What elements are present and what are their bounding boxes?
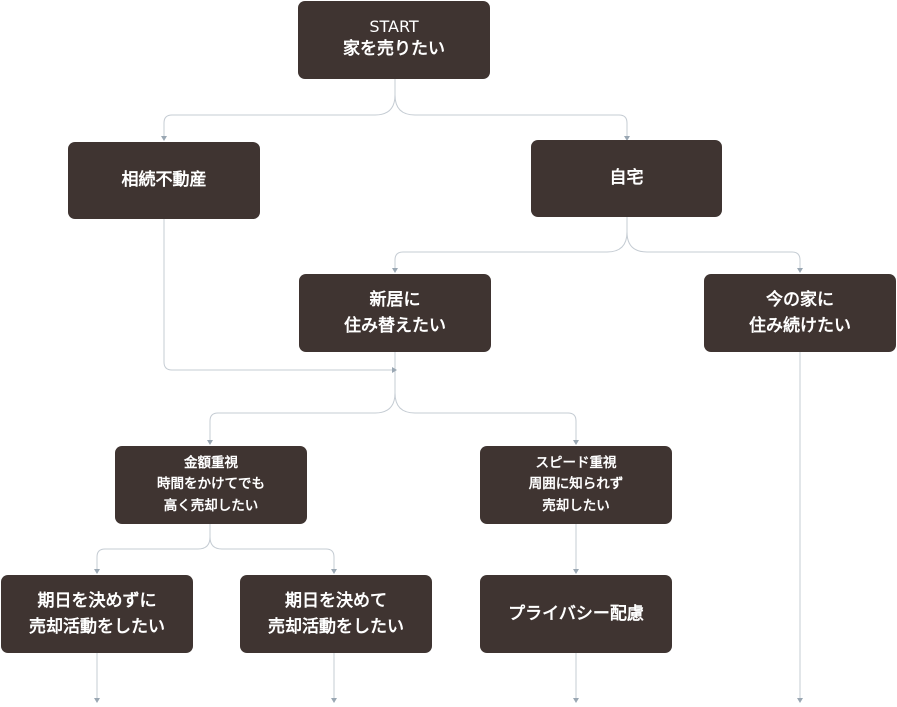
speed-focus-line3: 売却したい <box>542 497 610 514</box>
price-focus-line3: 高く売却したい <box>163 497 259 514</box>
connector-price-deadline <box>209 536 335 573</box>
stay-node: 今の家に 住み続けたい <box>704 274 896 352</box>
connector-inherited-merge <box>163 219 393 371</box>
price-focus-node: 金額重視 時間をかけてでも 高く売却したい <box>115 446 307 524</box>
connector-relocate-speed <box>394 392 577 444</box>
arrowhead-merge <box>392 367 397 373</box>
connector-home-relocate <box>394 217 628 272</box>
relocate-node: 新居に 住み替えたい <box>299 274 491 352</box>
arrowhead-stay-out <box>797 698 803 703</box>
inherited-property-node: 相続不動産 <box>68 142 260 219</box>
arrowhead-speed <box>573 440 579 445</box>
arrowhead-no-deadline-out <box>94 698 100 703</box>
with-deadline-line2: 売却活動をしたい <box>268 617 404 637</box>
with-deadline-line1: 期日を決めて <box>285 590 387 611</box>
arrowhead-with-deadline <box>331 569 337 574</box>
privacy-label: プライバシー配慮 <box>508 603 644 624</box>
start-node-line2: 家を売りたい <box>343 39 445 60</box>
speed-focus-node: スピード重視 周囲に知られず 売却したい <box>480 446 672 524</box>
start-node: START 家を売りたい <box>298 1 490 79</box>
arrowhead-with-deadline-out <box>331 698 337 703</box>
connector-start-split <box>163 79 396 140</box>
arrowhead-privacy-out <box>573 698 579 703</box>
stay-line2: 住み続けたい <box>749 316 851 336</box>
with-deadline-node: 期日を決めて 売却活動をしたい <box>240 575 432 653</box>
connector-relocate-split <box>209 352 396 444</box>
arrowhead-privacy <box>573 569 579 574</box>
connector-price-split <box>96 524 211 573</box>
price-focus-line1: 金額重視 <box>184 454 238 471</box>
stay-line1: 今の家に <box>766 289 834 310</box>
arrowhead-no-deadline <box>94 569 100 574</box>
connector-home-stay <box>626 231 801 272</box>
start-node-line1: START <box>369 17 419 37</box>
speed-focus-line2: 周囲に知られず <box>528 476 624 493</box>
arrowhead-relocate <box>392 268 398 273</box>
inherited-property-label: 相続不動産 <box>121 170 207 191</box>
arrowhead-price <box>207 440 213 445</box>
price-focus-line2: 時間をかけてでも <box>157 476 265 493</box>
relocate-line1: 新居に <box>369 289 421 310</box>
arrowhead-inherited <box>161 136 167 141</box>
speed-focus-line1: スピード重視 <box>535 454 617 471</box>
arrowhead-home <box>624 136 630 141</box>
connector-start-home <box>394 94 628 140</box>
relocate-line2: 住み替えたい <box>344 316 446 336</box>
privacy-node: プライバシー配慮 <box>480 575 672 653</box>
no-deadline-line2: 売却活動をしたい <box>29 617 165 637</box>
own-home-node: 自宅 <box>531 140 722 217</box>
own-home-label: 自宅 <box>609 168 644 189</box>
no-deadline-node: 期日を決めずに 売却活動をしたい <box>1 575 193 653</box>
no-deadline-line1: 期日を決めずに <box>37 590 157 611</box>
arrowhead-stay <box>797 268 803 273</box>
